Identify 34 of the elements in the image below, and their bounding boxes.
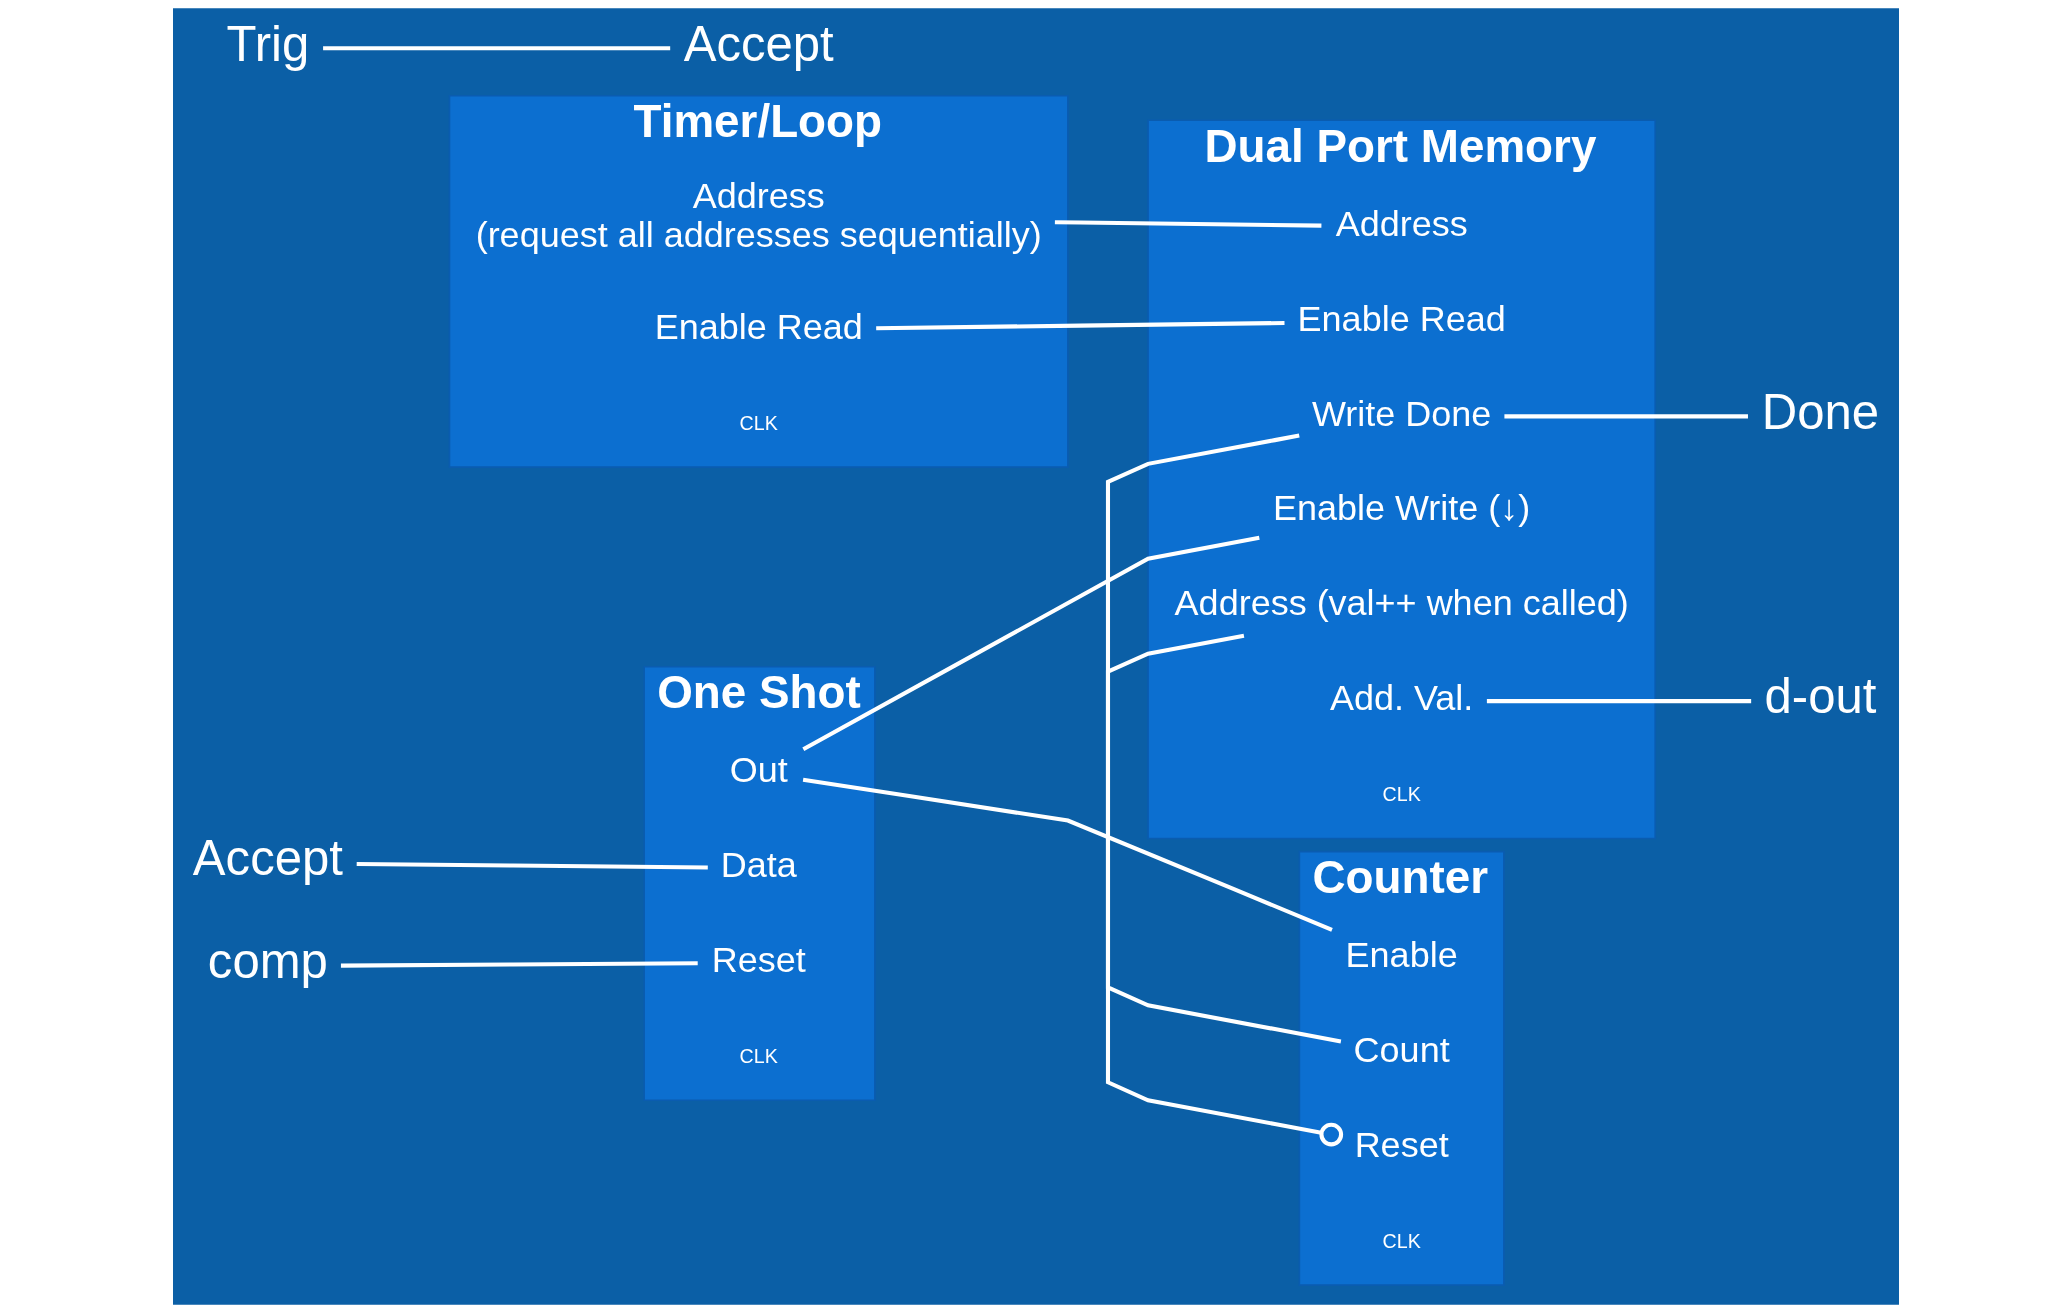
node-text: CLK (739, 411, 778, 434)
node-text: comp (207, 934, 328, 989)
node-text: Reset (711, 939, 806, 981)
node-text: Reset (1354, 1123, 1449, 1165)
node-text: Address (val++ when called) (1174, 582, 1629, 624)
connector (875, 320, 1284, 331)
node-text: Write Done (1311, 392, 1491, 434)
node-text: Accept (192, 831, 343, 886)
node-text: Enable Read (1297, 297, 1506, 339)
node-text: Add. Val. (1329, 677, 1473, 719)
node-text: d-out (1764, 669, 1876, 724)
connector (802, 777, 1333, 932)
node-text: Enable (1345, 934, 1458, 976)
node-text: Done (1761, 384, 1879, 439)
connector (340, 961, 698, 968)
node-text: CLK (739, 1044, 778, 1067)
connector (1105, 433, 1343, 1147)
node-text: Trig (226, 16, 309, 71)
connector (1486, 699, 1751, 704)
node-text: Accept (683, 16, 834, 71)
connector (322, 46, 670, 51)
node-text: Enable Read (654, 305, 863, 347)
node-text: CLK (1382, 1229, 1421, 1252)
node-text: Address (1335, 202, 1468, 244)
node-text: Out (729, 749, 788, 791)
connector (1503, 414, 1748, 419)
node-text: Address (request all addresses sequentially) (475, 174, 1042, 256)
node-text: Enable Write (↓) (1272, 487, 1530, 529)
connector (356, 861, 708, 870)
node-text: Data (720, 844, 797, 886)
node-text: Count (1353, 1028, 1450, 1070)
connector (1054, 220, 1321, 228)
connector (801, 535, 1260, 752)
node-text: CLK (1382, 783, 1421, 806)
